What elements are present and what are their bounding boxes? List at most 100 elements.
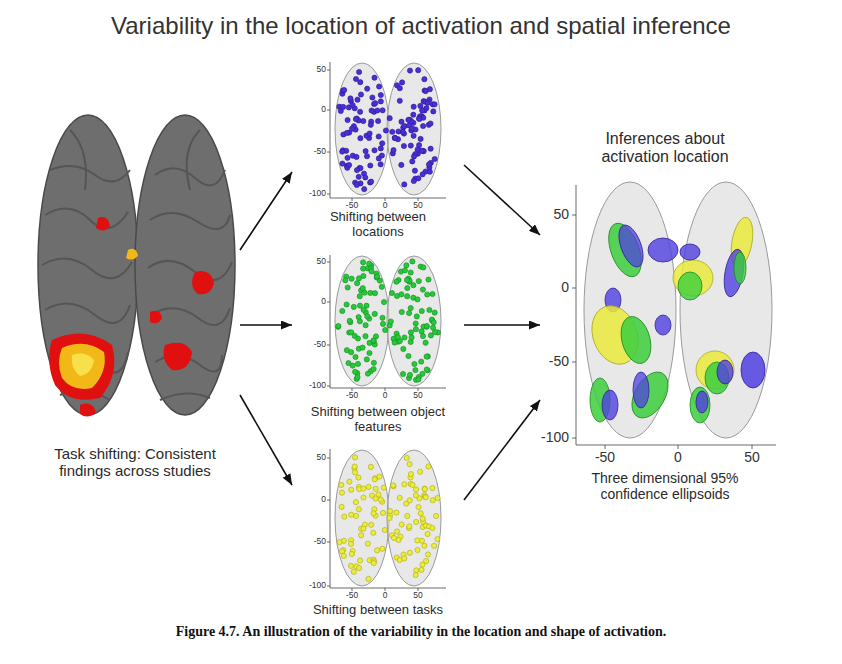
activation-dot — [435, 537, 440, 542]
axis-tick-label: 50 — [317, 65, 326, 74]
activation-dot — [378, 146, 383, 151]
activation-dot — [358, 92, 363, 97]
activation-dot — [415, 538, 420, 543]
axis-tick-label: -100 — [541, 430, 569, 444]
activation-dot — [428, 121, 433, 126]
activation-dot — [372, 75, 377, 80]
activation-dot — [410, 482, 415, 487]
activation-dot — [390, 129, 395, 134]
activation-dot — [359, 533, 364, 538]
axis — [327, 255, 446, 391]
activation-dot — [411, 104, 416, 109]
activation-dot — [407, 550, 412, 555]
activation-dot — [407, 311, 412, 316]
activation-dot — [402, 482, 407, 487]
activation-dot — [353, 117, 358, 122]
axis-tick-label: 50 — [553, 207, 569, 221]
activation-dot — [391, 483, 396, 488]
activation-dot — [406, 354, 411, 359]
activation-dot — [424, 367, 429, 372]
activation-dot — [399, 162, 404, 167]
figure-panel: Task shifting: Consistent findings acros… — [30, 105, 240, 505]
activation-dot — [367, 131, 372, 136]
activation-dot — [402, 556, 407, 561]
activation-dot — [348, 541, 353, 546]
activation-dot — [410, 259, 415, 264]
activation-dot — [380, 321, 385, 326]
activation-dot — [407, 372, 412, 377]
ellipsoid — [614, 222, 648, 270]
activation-dot — [364, 357, 369, 362]
ellipsoid — [690, 387, 710, 423]
activation-dot — [413, 321, 418, 326]
activation-dot — [372, 477, 377, 482]
activation-dot — [425, 531, 430, 536]
activation-dot — [375, 548, 380, 553]
activation-dot — [361, 119, 366, 124]
activation-dot — [366, 576, 371, 581]
activation-dot — [380, 108, 385, 113]
hemisphere — [387, 256, 441, 386]
activation-dot — [407, 68, 412, 73]
activation-dot — [416, 279, 421, 284]
activation-dot — [345, 285, 350, 290]
activation-dot — [339, 490, 344, 495]
ellipsoid — [678, 272, 702, 300]
activation-dot — [357, 565, 362, 570]
activation-dot — [407, 462, 412, 467]
activation-dot — [353, 76, 358, 81]
activation-dot — [348, 563, 353, 568]
activation-dot — [349, 126, 354, 131]
activation-yellow — [72, 353, 94, 376]
activation-dot — [413, 572, 418, 577]
activation-dot — [416, 505, 421, 510]
activation-dot — [405, 294, 410, 299]
activation-red — [49, 334, 114, 400]
axis-tick-label: 50 — [744, 450, 760, 464]
ellipsoid — [741, 352, 765, 388]
activation-dot — [361, 307, 366, 312]
activation-dot — [349, 512, 354, 517]
axis-tick-label: 0 — [674, 450, 682, 464]
activation-dot — [423, 340, 428, 345]
activation-yellow — [126, 249, 138, 260]
activation-dot — [421, 123, 426, 128]
panel-label: Inferences about activation location — [580, 130, 750, 167]
activation-dot — [434, 513, 439, 518]
activation-dot — [341, 104, 346, 109]
connector-arrow — [240, 172, 292, 250]
activation-dot — [391, 484, 396, 489]
activation-dot — [373, 101, 378, 106]
axis-tick-label: -50 — [549, 354, 569, 368]
activation-dot — [432, 310, 437, 315]
activation-dot — [364, 154, 369, 159]
activation-dot — [378, 99, 383, 104]
activation-dot — [430, 526, 435, 531]
activation-dot — [355, 97, 360, 102]
activation-dot — [432, 102, 437, 107]
ellipsoid — [625, 366, 676, 424]
axis-tick-label: -50 — [314, 340, 326, 349]
activation-dot — [397, 495, 402, 500]
activation-dot — [372, 148, 377, 153]
activation-dot — [340, 149, 345, 154]
activation-dot — [420, 108, 425, 113]
activation-dot — [424, 354, 429, 359]
activation-dot — [420, 516, 425, 521]
activation-dot — [400, 130, 405, 135]
activation-dot — [368, 122, 373, 127]
activation-dot — [380, 546, 385, 551]
activation-dot — [376, 134, 381, 139]
activation-dot — [423, 89, 428, 94]
activation-dot — [420, 371, 425, 376]
activation-dot — [361, 273, 366, 278]
hemisphere — [38, 115, 138, 415]
activation-dot — [410, 126, 415, 131]
connector-arrow — [240, 395, 292, 485]
activation-dot — [367, 261, 372, 266]
activation-dot — [371, 366, 376, 371]
activation-dot — [388, 509, 393, 514]
activation-dot — [368, 163, 373, 168]
activation-dot — [378, 92, 383, 97]
